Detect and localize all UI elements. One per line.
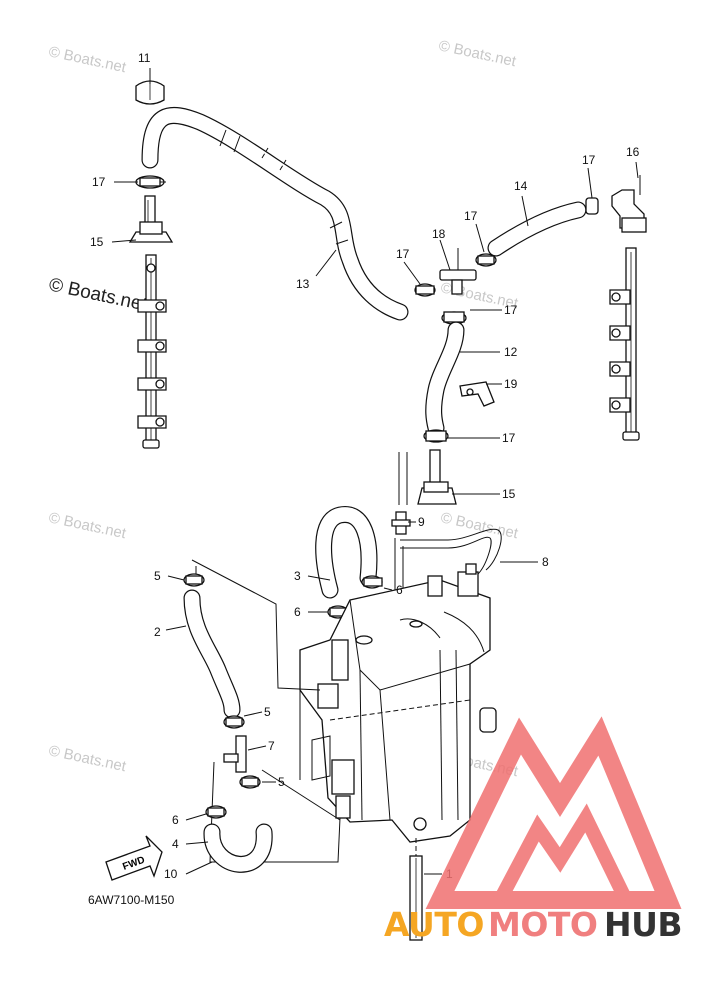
watermark: © Boats.net	[47, 742, 128, 775]
callout-2: 2	[154, 625, 161, 639]
hose-14	[487, 201, 587, 257]
callout-8: 8	[542, 555, 549, 569]
hose-10	[203, 823, 273, 873]
callout-6: 6	[396, 583, 403, 597]
part-11-cap	[135, 80, 165, 105]
callout-9: 9	[418, 515, 425, 529]
brand-hub: HUB	[604, 905, 682, 944]
callout-15: 15	[502, 487, 516, 501]
clip-5-mid	[223, 715, 245, 729]
callout-17: 17	[502, 431, 516, 445]
clip-17-right	[585, 197, 599, 215]
clip-17-hose14	[475, 253, 497, 267]
callout-5: 5	[154, 569, 161, 583]
callout-17: 17	[504, 303, 518, 317]
elbow-16	[611, 175, 647, 233]
callout-4: 4	[172, 837, 179, 851]
joint-18	[439, 248, 477, 295]
nipple-9	[391, 511, 411, 535]
clip-17-left	[135, 175, 166, 189]
hose-3	[315, 506, 378, 599]
callout-6: 6	[172, 813, 179, 827]
callout-17: 17	[92, 175, 106, 189]
callout-11: 11	[138, 51, 151, 65]
callout-17: 17	[582, 153, 596, 167]
hose-13	[141, 106, 409, 321]
callout-14: 14	[514, 179, 528, 193]
brand-moto: MOTO	[488, 905, 597, 944]
clip-6-upper	[361, 575, 383, 589]
watermark: © Boats.net	[47, 509, 128, 542]
clip-6-left	[205, 805, 227, 819]
hose-12	[425, 321, 465, 437]
hose-2	[183, 589, 241, 719]
clamp-19	[459, 381, 495, 407]
callout-17: 17	[464, 209, 478, 223]
callout-18: 18	[432, 227, 446, 241]
callout-19: 19	[504, 377, 518, 391]
left-fuel-rail	[137, 254, 167, 449]
right-fuel-rail	[609, 247, 640, 441]
callout-13: 13	[296, 277, 310, 291]
clip-5-top	[183, 573, 205, 587]
watermark-large: © Boats.net	[47, 274, 149, 315]
callout-15: 15	[90, 235, 104, 249]
callout-6: 6	[294, 605, 301, 619]
callout-5: 5	[264, 705, 271, 719]
callout-5: 5	[278, 775, 285, 789]
fwd-arrow: FWD	[105, 835, 163, 881]
joint-7	[223, 735, 247, 773]
connector-15-left	[128, 195, 174, 243]
hose-8	[394, 528, 502, 590]
callout-7: 7	[268, 739, 275, 753]
callout-17: 17	[396, 247, 410, 261]
callout-10: 10	[164, 867, 178, 881]
watermark: © Boats.net	[47, 43, 128, 76]
callout-12: 12	[504, 345, 518, 359]
callout-3: 3	[294, 569, 301, 583]
clip-17-bottom-hose12	[423, 429, 449, 443]
vapor-separator	[299, 563, 497, 843]
callout-16: 16	[626, 145, 640, 159]
automotohub-wordmark: AUTO MOTO HUB	[384, 905, 683, 944]
watermark: © Boats.net	[439, 509, 520, 542]
tube-1	[409, 838, 423, 941]
watermark: © Boats.net	[437, 37, 518, 70]
connector-15-right	[398, 449, 457, 505]
clip-5-lower	[239, 775, 261, 789]
diagram-code: 6AW7100-M150	[88, 893, 175, 907]
callout-leaders	[111, 68, 639, 875]
clip-17-upper-mid	[414, 283, 436, 297]
automotohub-logo	[425, 716, 682, 909]
brand-auto: AUTO	[384, 905, 484, 944]
callout-numbers: 11 17 15 13 18 17 17 14 17 16 17 12 19 1…	[90, 51, 640, 881]
